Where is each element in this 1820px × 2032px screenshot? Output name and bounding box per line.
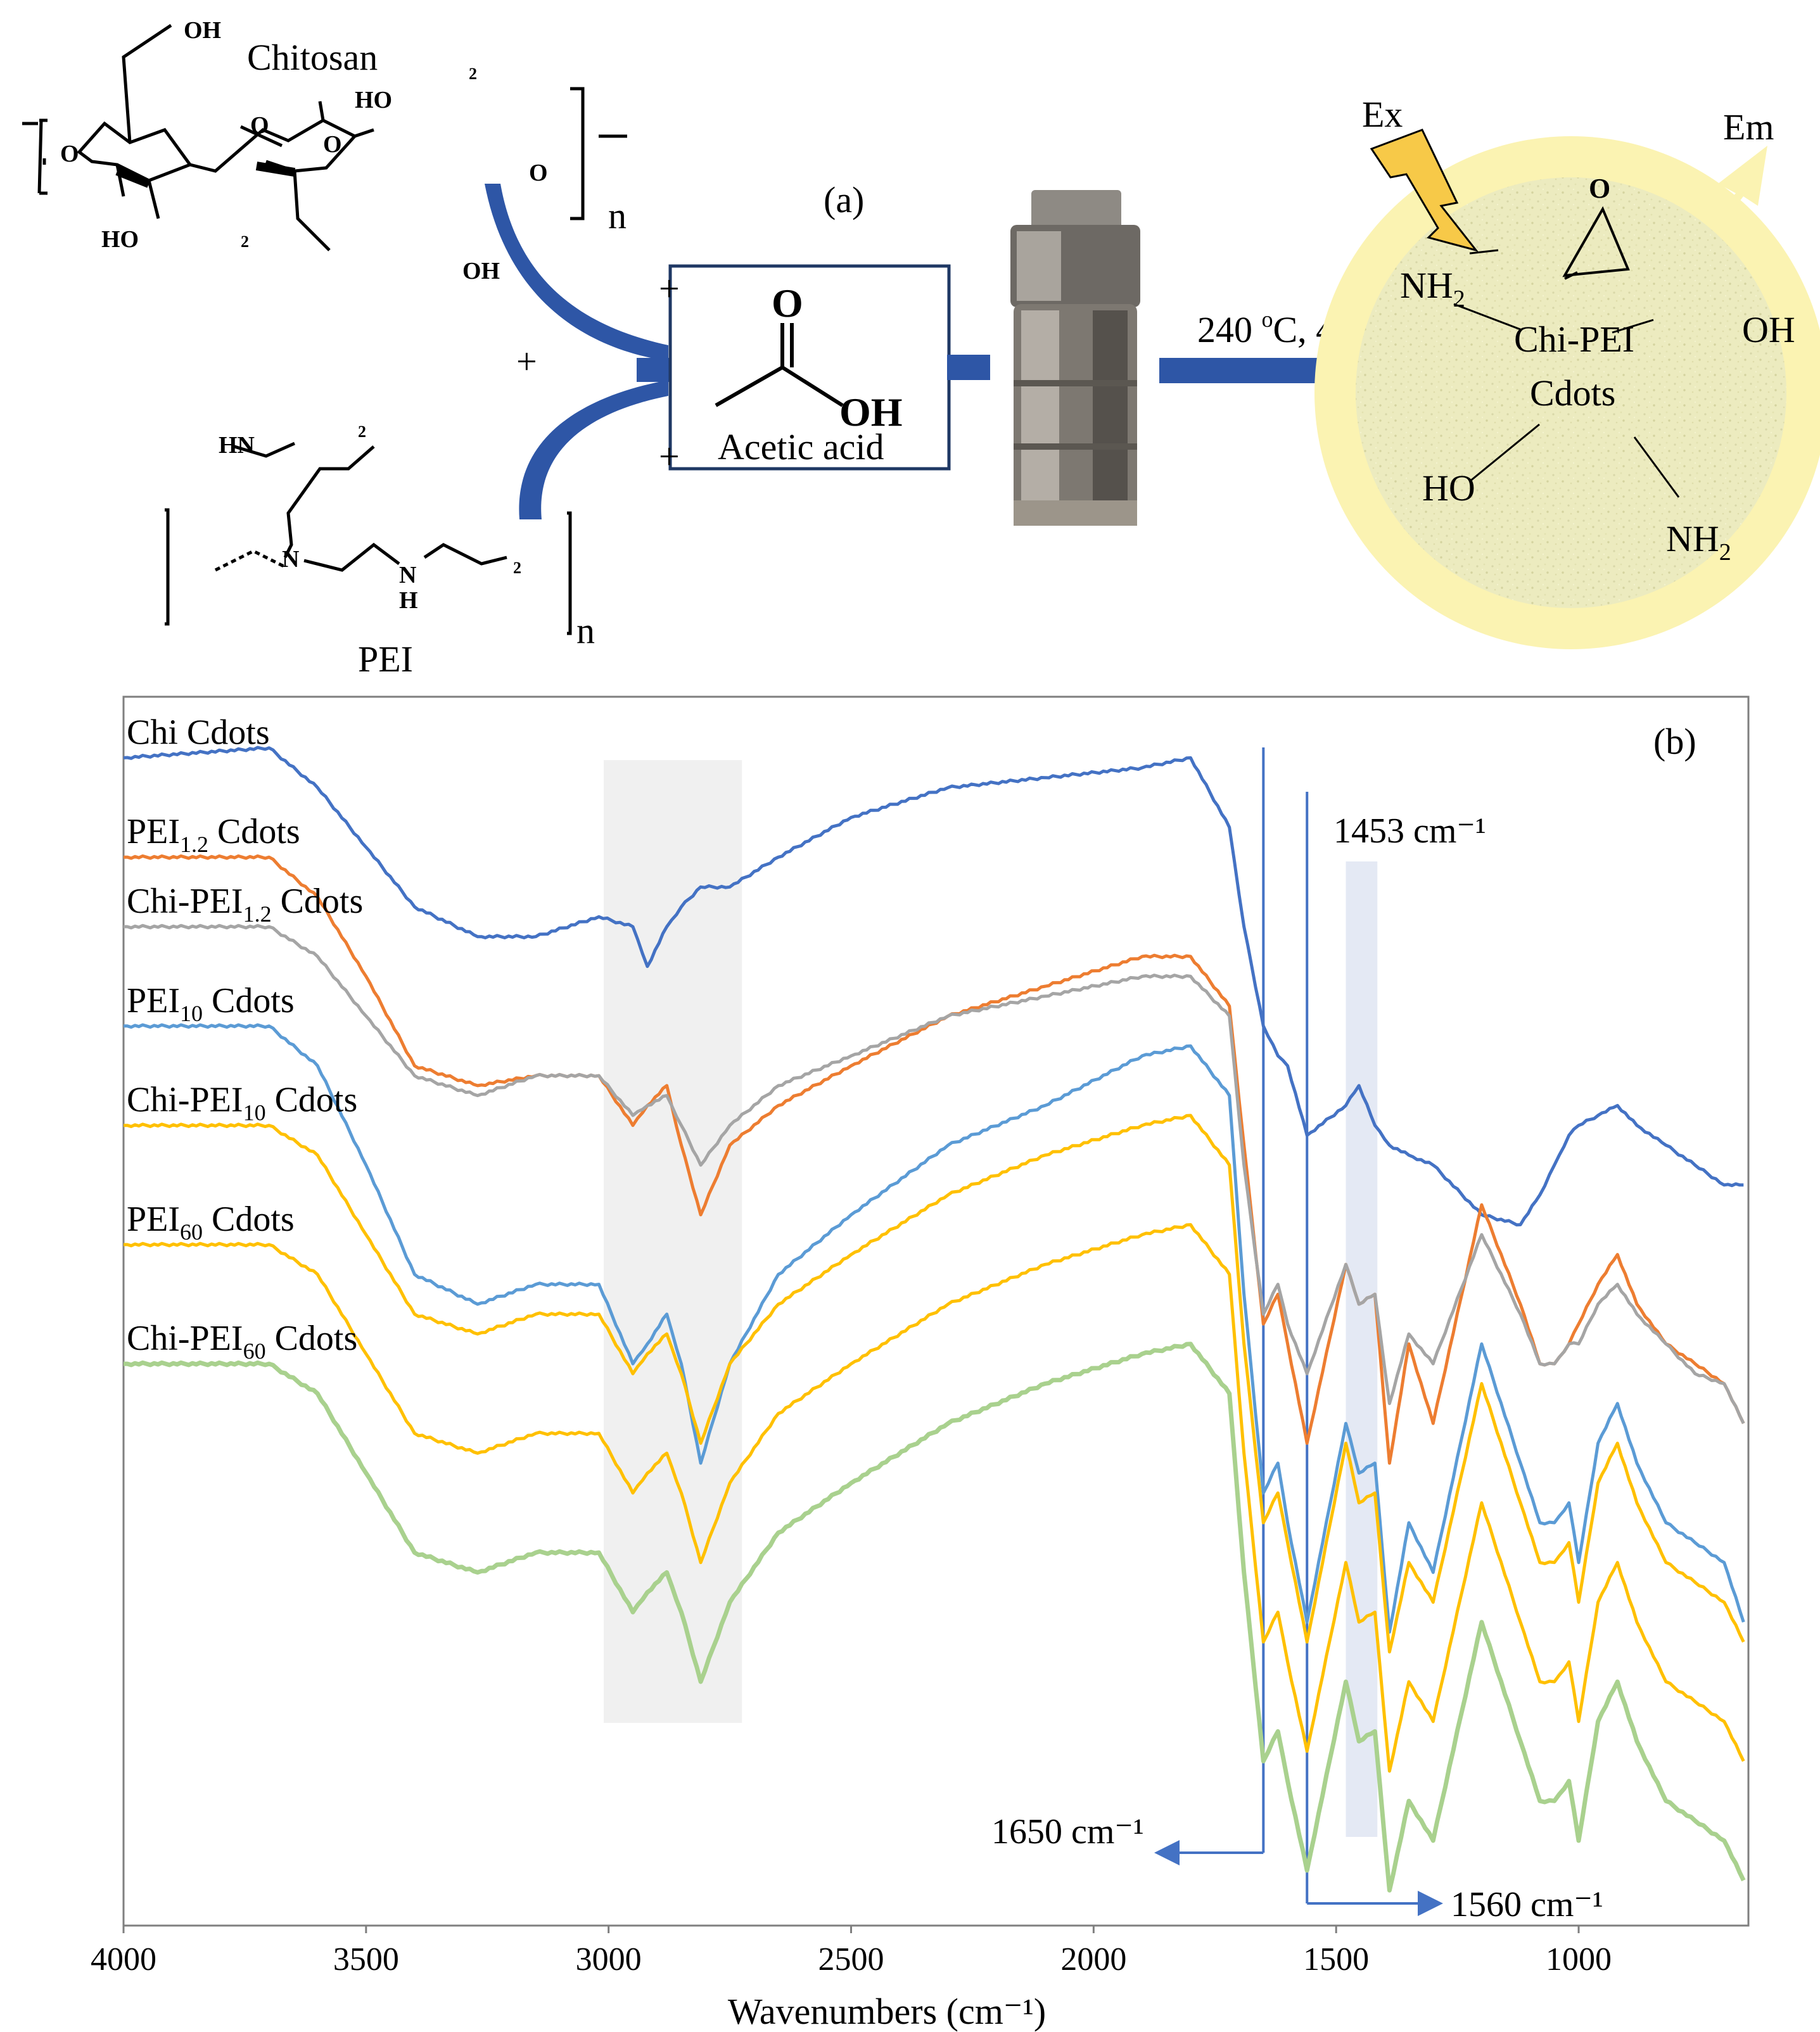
acid-name: Acetic acid [718,426,884,467]
chitosan-structure [22,23,627,251]
chitosan-oh-bottom: OH [462,258,500,284]
pei-nh2-end: 2 [513,559,521,577]
pei-curved-arrow [519,380,668,519]
series-label-6: Chi-PEI60 Cdots [127,1319,357,1364]
dot-core [1356,177,1786,608]
ftir-chart: 1650 cm⁻¹ 1560 cm⁻¹ 1453 cm⁻¹ Chi CdotsPEI… [91,695,1750,2032]
pei-structure [165,441,572,635]
series-label-4: Chi-PEI10 Cdots [127,1081,357,1126]
ex-label: Ex [1362,94,1403,135]
series-lines [123,746,1746,1893]
box-plus-top: + [659,268,680,309]
x-axis-ticks: 4000 3500 3000 2500 2000 1500 1000 [91,1926,1612,1978]
tick-label-4: 2000 [1060,1941,1126,1978]
series-label-1: PEI1.2 Cdots [127,812,300,857]
acid-o: O [772,281,803,326]
shaded-region-1 [1346,861,1378,1837]
series-label-0: Chi Cdots [127,713,270,752]
chitosan-ho-mid: HO [355,87,392,113]
shaded-region-0 [604,760,742,1723]
series-line-4 [124,1114,1745,1654]
dot-ho: HO [1422,467,1475,509]
series-line-6 [124,1342,1746,1893]
chitosan-oh-top: OH [184,17,221,44]
tick-label-0: 4000 [91,1941,156,1978]
dot-name-line2: Cdots [1530,372,1615,414]
synthesis-scheme: (a) OH Chitosan 2 HO O O O O HO 2 OH n + [22,17,1820,680]
chitosan-o-left: O [60,141,79,167]
chitosan-ho-bottom: HO [101,226,139,253]
pei-n-chain: N [399,562,416,588]
dot-nh2-bottom: NH2 [1666,518,1731,566]
chitosan-bridge-o: O [323,131,342,158]
box-plus-bottom: + [659,436,680,477]
plus-sign: + [516,341,537,382]
process-bar [947,355,991,380]
series-label-3: PEI10 Cdots [127,981,295,1026]
pei-repeat-n: n [576,610,595,651]
chitosan-nh2-bottom: 2 [241,232,249,251]
dot-name-line1: Chi-PEI [1514,319,1634,360]
reactant-bar [637,358,675,382]
epoxide-o: O [1589,173,1610,204]
series-label-2: Chi-PEI1.2 Cdots [127,882,363,927]
series-line-3 [124,1023,1745,1634]
series-line-0 [123,746,1744,1227]
chitosan-nh2-top: 2 [469,65,477,83]
chitosan-repeat-n: n [608,195,627,236]
series-line-1 [124,854,1745,1465]
autoclave-photo [990,187,1159,534]
tick-label-5: 1500 [1303,1941,1369,1978]
carbon-dot [1314,129,1820,649]
acid-oh: OH [839,390,903,435]
panel-b-label: (b) [1653,721,1696,762]
lightning-icon [1370,129,1479,252]
pei-h-chain: H [399,587,418,614]
pei-hn: HN [219,432,255,459]
chitosan-ring-o1: O [250,112,269,139]
chitosan-label: Chitosan [247,37,378,78]
series-line-2 [124,924,1745,1425]
chitosan-ring-o2: O [529,160,548,186]
chitosan-curved-arrow [485,184,668,361]
series-label-5: PEI60 Cdots [127,1200,295,1245]
acetic-acid-box: + + O OH Acetic acid [659,264,951,477]
x-axis-label: Wavenumbers (cm⁻¹) [728,1991,1046,2032]
pei-nh2-top: 2 [358,422,366,441]
marker-label-2: 1453 cm⁻¹ [1333,811,1486,851]
series-line-5 [124,1223,1745,1773]
tick-label-6: 1000 [1546,1941,1612,1978]
tick-label-1: 3500 [333,1941,399,1978]
peak-markers: 1650 cm⁻¹ 1560 cm⁻¹ 1453 cm⁻¹ [991,747,1603,1924]
panel-a-label: (a) [824,179,864,220]
dot-oh: OH [1742,309,1795,350]
marker-label-1: 1560 cm⁻¹ [1451,1885,1603,1924]
tick-label-3: 2500 [818,1941,884,1978]
marker-label-0: 1650 cm⁻¹ [991,1812,1144,1851]
pei-label: PEI [358,638,413,680]
em-label: Em [1723,106,1774,148]
tick-label-2: 3000 [576,1941,642,1978]
pei-n-branch: N [282,546,299,573]
dot-nh2-left: NH2 [1400,265,1465,312]
